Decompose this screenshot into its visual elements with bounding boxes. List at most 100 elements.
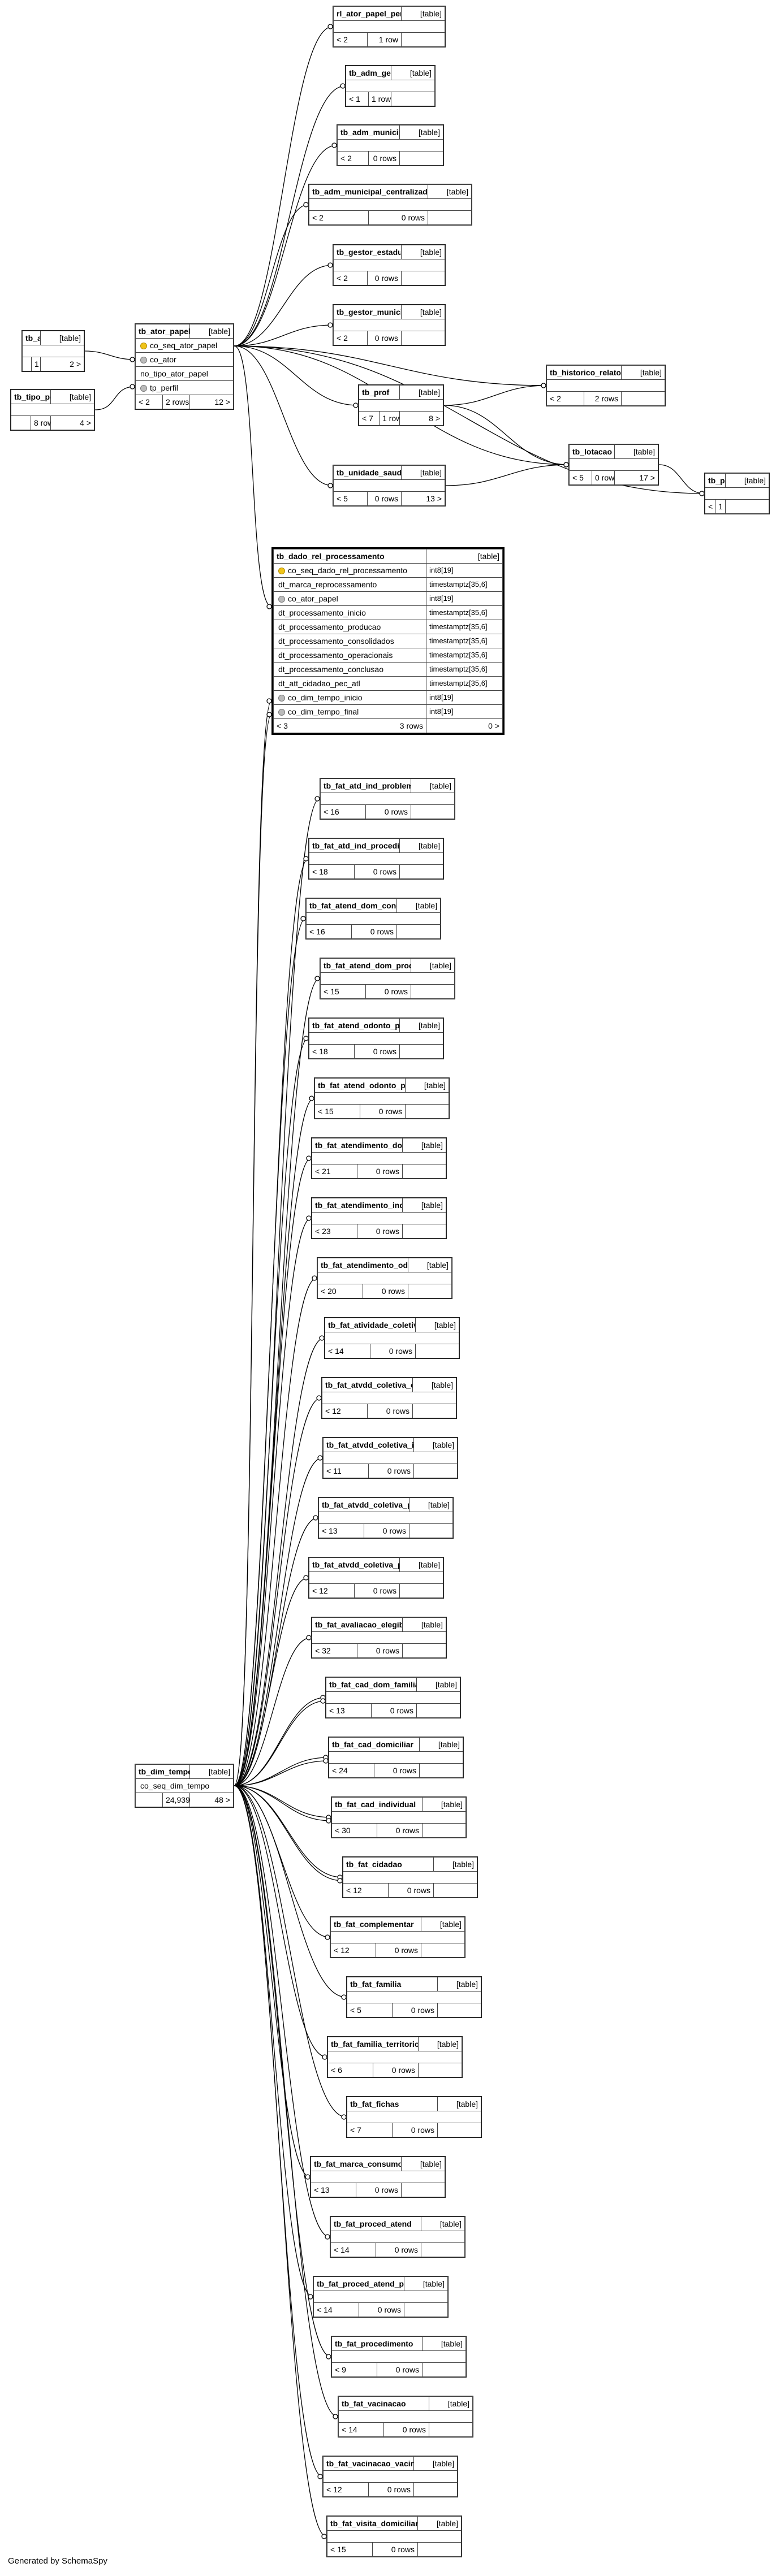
table-tb_fat_atendimento_domiciliar[interactable]: tb_fat_atendimento_domiciliar[table]< 21… bbox=[311, 1137, 447, 1179]
table-name-tb_fat_familia_territorio[interactable]: tb_fat_familia_territorio bbox=[327, 2037, 419, 2051]
table-tb_fat_marca_consumo_alimnt[interactable]: tb_fat_marca_consumo_alimnt[table]< 130 … bbox=[310, 2156, 446, 2198]
column-co_ator_papel[interactable]: co_ator_papel bbox=[273, 591, 426, 606]
table-tb_fat_atvdd_coletiva_part[interactable]: tb_fat_atvdd_coletiva_part[table]< 130 r… bbox=[318, 1497, 454, 1539]
table-name-tb_fat_atd_ind_problemas[interactable]: tb_fat_atd_ind_problemas bbox=[320, 778, 411, 793]
table-name-tb_fat_visita_domiciliar[interactable]: tb_fat_visita_domiciliar bbox=[327, 2516, 418, 2531]
table-name-tb_fat_cad_dom_familia[interactable]: tb_fat_cad_dom_familia bbox=[326, 1677, 417, 1692]
table-tb_fat_atd_ind_procedimentos[interactable]: tb_fat_atd_ind_procedimentos[table]< 180… bbox=[308, 838, 444, 880]
table-tb_fat_atd_ind_problemas[interactable]: tb_fat_atd_ind_problemas[table]< 160 row… bbox=[320, 778, 455, 820]
table-tb_fat_proced_atend_proced[interactable]: tb_fat_proced_atend_proced[table]< 140 r… bbox=[313, 2276, 449, 2318]
table-tb_historico_relatorio[interactable]: tb_historico_relatorio[table]< 22 rows bbox=[546, 365, 666, 406]
column-dt_processamento_conclusao[interactable]: dt_processamento_conclusao bbox=[273, 662, 426, 677]
table-name-tb_fat_atividade_coletiva[interactable]: tb_fat_atividade_coletiva bbox=[325, 1318, 416, 1332]
table-name-tb_fat_cidadao[interactable]: tb_fat_cidadao bbox=[343, 1857, 434, 1872]
table-name-tb_fat_vacinacao_vacina[interactable]: tb_fat_vacinacao_vacina bbox=[323, 2456, 414, 2471]
table-tb_dado_rel_processamento[interactable]: tb_dado_rel_processamento[table]co_seq_d… bbox=[271, 547, 505, 735]
table-name-tb_fat_atend_dom_proced[interactable]: tb_fat_atend_dom_proced bbox=[320, 958, 411, 973]
table-name-tb_unidade_saude[interactable]: tb_unidade_saude bbox=[333, 465, 402, 480]
table-tb_fat_atend_odonto_proced[interactable]: tb_fat_atend_odonto_proced[table]< 150 r… bbox=[314, 1077, 450, 1119]
table-tb_fat_atvdd_coletiva_propart[interactable]: tb_fat_atvdd_coletiva_propart[table]< 12… bbox=[308, 1557, 444, 1599]
table-name-tb_dado_rel_processamento[interactable]: tb_dado_rel_processamento bbox=[273, 549, 426, 564]
column-dt_processamento_consolidados[interactable]: dt_processamento_consolidados bbox=[273, 634, 426, 648]
table-name-tb_fat_atvdd_coletiva_propart[interactable]: tb_fat_atvdd_coletiva_propart bbox=[309, 1557, 400, 1572]
table-name-tb_adm_geral[interactable]: tb_adm_geral bbox=[346, 66, 391, 80]
table-name-tb_fat_avaliacao_elegibilidade[interactable]: tb_fat_avaliacao_elegibilidade bbox=[312, 1617, 403, 1632]
table-name-tb_fat_familia[interactable]: tb_fat_familia bbox=[347, 1977, 438, 1991]
table-name-tb_prof[interactable]: tb_prof bbox=[359, 385, 400, 400]
table-tb_fat_atend_dom_condicao_aval[interactable]: tb_fat_atend_dom_condicao_aval[table]< 1… bbox=[305, 898, 441, 940]
table-name-tb_fat_atvdd_coletiva_int[interactable]: tb_fat_atvdd_coletiva_int bbox=[323, 1438, 414, 1452]
table-name-tb_fat_proced_atend_proced[interactable]: tb_fat_proced_atend_proced bbox=[313, 2276, 404, 2291]
column-co_seq_dim_tempo[interactable]: co_seq_dim_tempo bbox=[135, 1778, 234, 1793]
table-tb_fat_atendimento_individual[interactable]: tb_fat_atendimento_individual[table]< 23… bbox=[311, 1197, 447, 1239]
column-no_tipo_ator_papel[interactable]: no_tipo_ator_papel bbox=[135, 366, 234, 381]
table-tb_adm_municipal_centralizador[interactable]: tb_adm_municipal_centralizador[table]< 2… bbox=[308, 184, 472, 226]
table-name-tb_fat_cad_individual[interactable]: tb_fat_cad_individual bbox=[331, 1797, 423, 1812]
table-name-tb_fat_atendimento_individual[interactable]: tb_fat_atendimento_individual bbox=[312, 1198, 403, 1213]
table-name-tb_fat_proced_atend[interactable]: tb_fat_proced_atend bbox=[330, 2216, 421, 2231]
table-name-tb_gestor_estadual[interactable]: tb_gestor_estadual bbox=[333, 245, 402, 259]
table-name-tb_lotacao[interactable]: tb_lotacao bbox=[569, 444, 615, 459]
column-dt_processamento_operacionais[interactable]: dt_processamento_operacionais bbox=[273, 648, 426, 663]
table-name-tb_historico_relatorio[interactable]: tb_historico_relatorio bbox=[546, 365, 622, 380]
table-tb_adm_municipal[interactable]: tb_adm_municipal[table]< 20 rows bbox=[337, 124, 444, 166]
table-name-tb_fat_atd_ind_procedimentos[interactable]: tb_fat_atd_ind_procedimentos bbox=[309, 838, 400, 853]
column-co_dim_tempo_inicio[interactable]: co_dim_tempo_inicio bbox=[273, 690, 426, 705]
table-name-tb_tipo_perfil[interactable]: tb_tipo_perfil bbox=[11, 389, 51, 404]
column-dt_processamento_producao[interactable]: dt_processamento_producao bbox=[273, 620, 426, 634]
table-name-tb_fat_atend_odonto_proced[interactable]: tb_fat_atend_odonto_proced bbox=[314, 1078, 406, 1093]
table-name-tb_fat_atvdd_coletiva_ext[interactable]: tb_fat_atvdd_coletiva_ext bbox=[322, 1378, 413, 1392]
column-dt_att_cidadao_pec_atl[interactable]: dt_att_cidadao_pec_atl bbox=[273, 676, 426, 691]
column-tp_perfil[interactable]: tp_perfil bbox=[135, 380, 234, 395]
table-name-tb_fat_atendimento_odonto[interactable]: tb_fat_atendimento_odonto bbox=[317, 1258, 408, 1272]
column-dt_marca_reprocessamento[interactable]: dt_marca_reprocessamento bbox=[273, 577, 426, 592]
table-name-tb_adm_municipal[interactable]: tb_adm_municipal bbox=[337, 125, 400, 140]
table-tb_gestor_estadual[interactable]: tb_gestor_estadual[table]< 20 rows bbox=[333, 244, 446, 286]
column-co_seq_dado_rel_processamento[interactable]: co_seq_dado_rel_processamento bbox=[273, 563, 426, 578]
table-tb_fat_atend_dom_proced[interactable]: tb_fat_atend_dom_proced[table]< 150 rows bbox=[320, 958, 455, 999]
table-name-tb_fat_atend_dom_condicao_aval[interactable]: tb_fat_atend_dom_condicao_aval bbox=[306, 898, 397, 913]
column-dt_processamento_inicio[interactable]: dt_processamento_inicio bbox=[273, 605, 426, 620]
table-name-tb_papel[interactable]: tb_papel bbox=[705, 473, 726, 488]
table-name-tb_fat_complementar[interactable]: tb_fat_complementar bbox=[330, 1917, 421, 1932]
table-tb_adm_geral[interactable]: tb_adm_geral[table]< 11 row bbox=[345, 65, 436, 107]
column-co_dim_tempo_final[interactable]: co_dim_tempo_final bbox=[273, 704, 426, 719]
column-co_ator[interactable]: co_ator bbox=[135, 352, 234, 367]
table-name-tb_fat_atend_odonto_problemas[interactable]: tb_fat_atend_odonto_problemas bbox=[309, 1018, 400, 1033]
table-name-tb_fat_marca_consumo_alimnt[interactable]: tb_fat_marca_consumo_alimnt bbox=[311, 2157, 402, 2171]
table-name-tb_fat_atvdd_coletiva_part[interactable]: tb_fat_atvdd_coletiva_part bbox=[318, 1497, 409, 1512]
table-name-tb_fat_cad_domiciliar[interactable]: tb_fat_cad_domiciliar bbox=[329, 1737, 420, 1752]
table-tb_tipo_perfil[interactable]: tb_tipo_perfil[table]8 rows4 > bbox=[10, 389, 95, 431]
table-tb_papel[interactable]: tb_papel[table]< 41 row bbox=[704, 473, 770, 514]
table-tb_gestor_municipal[interactable]: tb_gestor_municipal[table]< 20 rows bbox=[333, 304, 446, 346]
table-rl_ator_papel_perfil[interactable]: rl_ator_papel_perfil[table]< 21 row bbox=[333, 6, 446, 47]
table-name-tb_fat_procedimento[interactable]: tb_fat_procedimento bbox=[331, 2336, 423, 2351]
table-tb_prof[interactable]: tb_prof[table]< 71 row8 > bbox=[358, 384, 444, 426]
table-name-tb_ator[interactable]: tb_ator bbox=[22, 331, 41, 345]
table-name-tb_ator_papel[interactable]: tb_ator_papel bbox=[135, 324, 190, 339]
table-name-tb_fat_vacinacao[interactable]: tb_fat_vacinacao bbox=[338, 2396, 429, 2411]
table-name-tb_dim_tempo[interactable]: tb_dim_tempo bbox=[135, 1764, 190, 1779]
table-tb_fat_atend_odonto_problemas[interactable]: tb_fat_atend_odonto_problemas[table]< 18… bbox=[308, 1018, 444, 1059]
table-tb_fat_atendimento_odonto[interactable]: tb_fat_atendimento_odonto[table]< 200 ro… bbox=[317, 1257, 452, 1299]
table-tb_ator[interactable]: tb_ator[table]1 row2 > bbox=[21, 330, 85, 372]
table-name-tb_adm_municipal_centralizador[interactable]: tb_adm_municipal_centralizador bbox=[309, 184, 428, 199]
table-name-tb_gestor_municipal[interactable]: tb_gestor_municipal bbox=[333, 305, 402, 319]
table-name-tb_fat_fichas[interactable]: tb_fat_fichas bbox=[347, 2097, 438, 2111]
